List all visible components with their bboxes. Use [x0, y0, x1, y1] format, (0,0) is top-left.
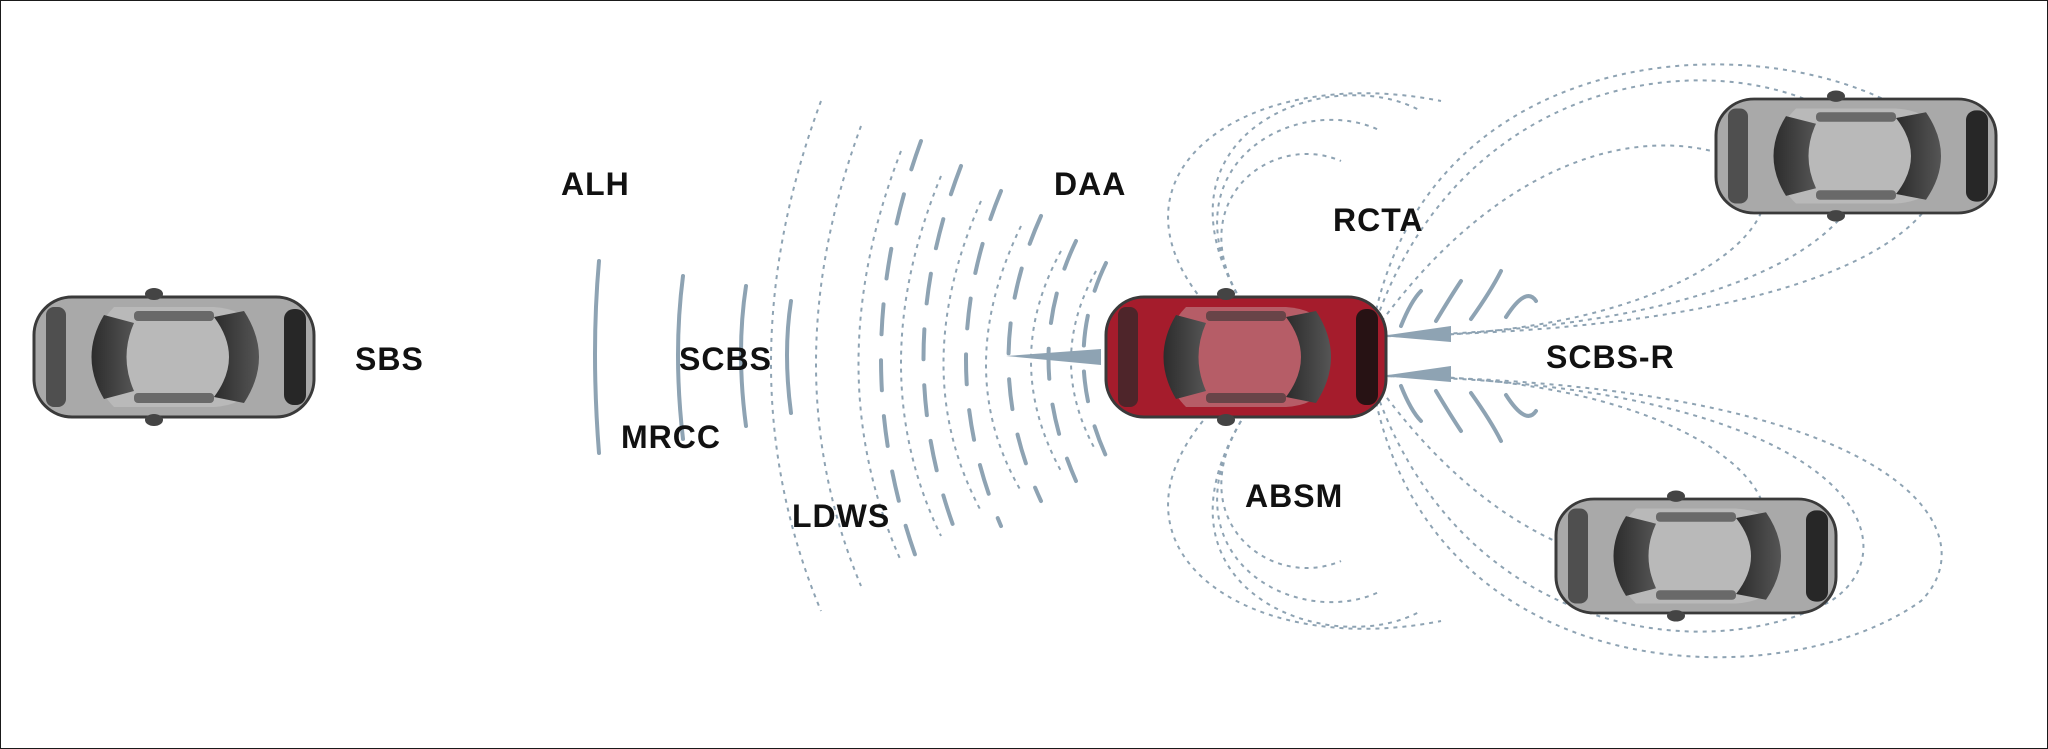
label-daa: DAA: [1054, 166, 1127, 202]
label-sbs: SBS: [355, 341, 424, 377]
cross-traffic-car-bottom: [1554, 488, 1838, 624]
label-scbs: SCBS: [679, 341, 772, 377]
front-sensor-waves: [593, 100, 1108, 612]
rear-sensor-waves: [1167, 63, 1943, 659]
ego-car: [1104, 286, 1388, 428]
cross-traffic-car-top: [1714, 88, 1998, 224]
label-absm: ABSM: [1245, 478, 1344, 514]
label-scbs-r: SCBS-R: [1546, 339, 1675, 375]
label-mrcc: MRCC: [621, 419, 721, 455]
target-car-front: [32, 286, 316, 428]
label-rcta: RCTA: [1333, 202, 1424, 238]
label-alh: ALH: [561, 166, 630, 202]
label-ldws: LDWS: [792, 498, 891, 534]
